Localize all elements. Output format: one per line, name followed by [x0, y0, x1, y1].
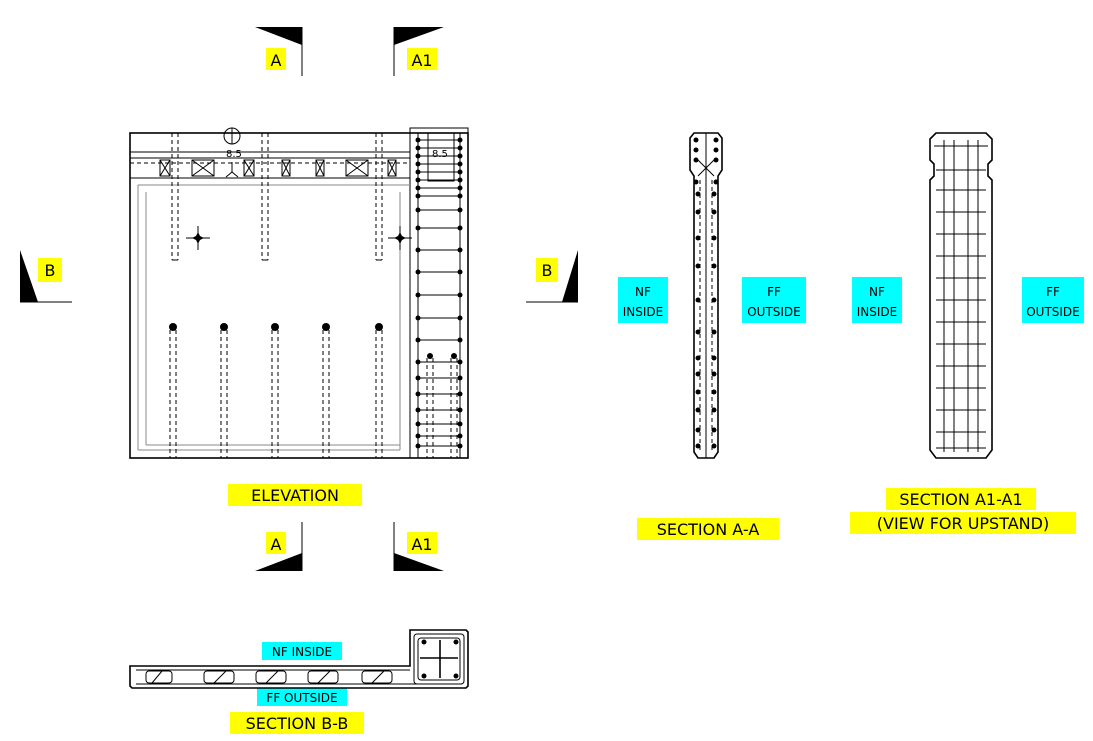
a1-ff-line2: OUTSIDE	[1026, 305, 1080, 319]
section-a1-view	[929, 132, 993, 459]
highlights	[38, 48, 1084, 734]
opening-markers	[159, 159, 397, 177]
bb-ff-label: FF OUTSIDE	[266, 691, 337, 705]
title-section-aa: SECTION A-A	[657, 520, 760, 539]
star-icon	[388, 226, 412, 250]
section-mark-a-bottom: A	[271, 535, 282, 554]
star-icon	[186, 226, 210, 250]
labels: A A1 A A1 B B ELEVATION SECTION A-A SECT…	[45, 51, 1080, 733]
section-mark-b-left: B	[45, 261, 56, 280]
column-links	[415, 137, 463, 449]
bb-nf-label: NF INSIDE	[272, 645, 332, 659]
upper-bars	[171, 133, 383, 261]
aa-ff-line1: FF	[767, 285, 781, 299]
section-bb-view	[129, 629, 469, 689]
dimension-right: 8.5	[432, 149, 448, 160]
aa-bars	[693, 137, 719, 449]
a1-nf-line1: NF	[869, 285, 885, 299]
dimension-left: 8.5	[226, 149, 242, 160]
title-elevation: ELEVATION	[251, 486, 339, 505]
lower-bars	[169, 323, 458, 458]
section-aa-view	[689, 132, 723, 459]
aa-ff-line2: OUTSIDE	[747, 305, 801, 319]
a1-ff-line1: FF	[1046, 285, 1060, 299]
a1-nf-line2: INSIDE	[857, 305, 898, 319]
section-mark-a1-top: A1	[411, 51, 432, 70]
title-section-a1-line2: (VIEW FOR UPSTAND)	[877, 514, 1049, 533]
title-section-bb: SECTION B-B	[246, 714, 349, 733]
title-section-a1-line1: SECTION A1-A1	[899, 490, 1022, 509]
section-mark-b-right: B	[542, 261, 553, 280]
elevation-view: 8.5 8.5	[129, 127, 469, 459]
aa-nf-line1: NF	[635, 285, 651, 299]
section-mark-a-top: A	[271, 51, 282, 70]
aa-nf-line2: INSIDE	[623, 305, 664, 319]
section-mark-a1-bottom: A1	[411, 535, 432, 554]
section-markers	[20, 27, 578, 571]
bb-links	[145, 670, 393, 684]
